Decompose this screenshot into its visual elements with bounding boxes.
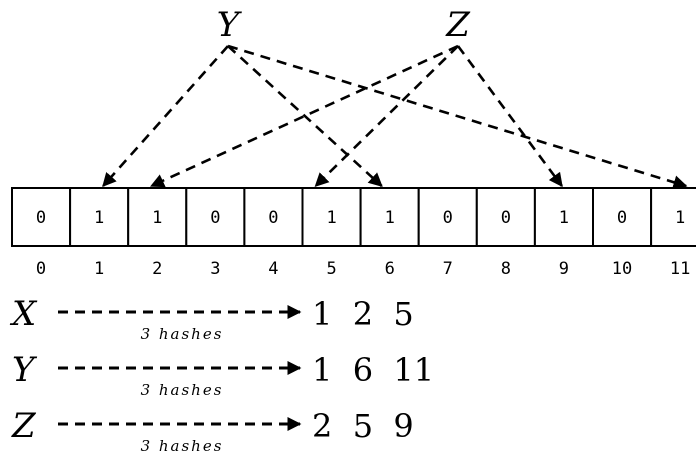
index-label-11: 11 xyxy=(670,259,690,279)
hash-arrow-y-to-6 xyxy=(227,45,383,187)
index-label-2: 2 xyxy=(152,259,162,279)
index-label-1: 1 xyxy=(94,259,104,279)
bit-value-2: 1 xyxy=(152,208,162,228)
index-label-5: 5 xyxy=(326,259,336,279)
hash-row-result: 2 5 9 xyxy=(312,407,414,445)
hash-row-hash-label: 3 hashes xyxy=(141,325,224,343)
bit-value-5: 1 xyxy=(326,208,336,228)
hash-row-hash-label: 3 hashes xyxy=(141,437,224,455)
bit-value-9: 1 xyxy=(559,208,569,228)
hash-row-key: Z xyxy=(11,406,37,446)
bit-cell-0 xyxy=(11,187,72,247)
index-label-9: 9 xyxy=(559,259,569,279)
bit-cell-5 xyxy=(301,187,362,247)
index-label-6: 6 xyxy=(385,259,395,279)
hash-arrow-z-to-2 xyxy=(150,44,459,188)
bit-cell-7 xyxy=(417,187,478,247)
index-label-7: 7 xyxy=(443,259,453,279)
index-labels: 0 1 2 3 4 5 6 7 8 9 10 11 xyxy=(36,259,690,279)
bit-value-0: 0 xyxy=(36,208,46,228)
index-label-0: 0 xyxy=(36,259,46,279)
hash-arrow-y-to-1 xyxy=(102,45,229,188)
bit-value-6: 1 xyxy=(385,208,395,228)
hash-row-result: 1 6 11 xyxy=(312,351,434,389)
bit-value-10: 0 xyxy=(617,208,627,228)
hash-row-z: Z 3 hashes 2 5 9 xyxy=(11,406,414,455)
index-label-3: 3 xyxy=(210,259,220,279)
hash-arrow-z-to-5 xyxy=(314,45,459,187)
hash-row-key: Y xyxy=(12,350,38,390)
hash-row-key: X xyxy=(9,294,38,334)
index-label-8: 8 xyxy=(501,259,511,279)
bit-cell-9 xyxy=(533,187,595,247)
hash-arrows xyxy=(102,44,688,190)
hash-row-hash-label: 3 hashes xyxy=(141,381,224,399)
hash-arrow-z-to-9 xyxy=(456,45,563,188)
hash-row-x: X 3 hashes 1 2 5 xyxy=(9,294,414,343)
bit-value-4: 0 xyxy=(268,208,278,228)
bit-value-3: 0 xyxy=(210,208,220,228)
hash-arrow-y-to-11 xyxy=(227,44,688,190)
bit-value-1: 1 xyxy=(94,208,104,228)
top-label-z: Z xyxy=(445,5,471,45)
bit-value-8: 0 xyxy=(501,208,511,228)
top-label-y: Y xyxy=(217,5,243,45)
index-label-10: 10 xyxy=(612,259,632,279)
bit-array: 0 1 1 0 0 1 1 0 0 1 0 1 xyxy=(11,187,696,247)
index-label-4: 4 xyxy=(268,259,278,279)
bit-value-7: 0 xyxy=(443,208,453,228)
bit-cell-3 xyxy=(185,187,246,247)
bit-cell-11 xyxy=(650,187,696,247)
hash-row-y: Y 3 hashes 1 6 11 xyxy=(12,350,434,399)
hash-row-result: 1 2 5 xyxy=(312,295,414,333)
bit-value-11: 1 xyxy=(675,208,685,228)
